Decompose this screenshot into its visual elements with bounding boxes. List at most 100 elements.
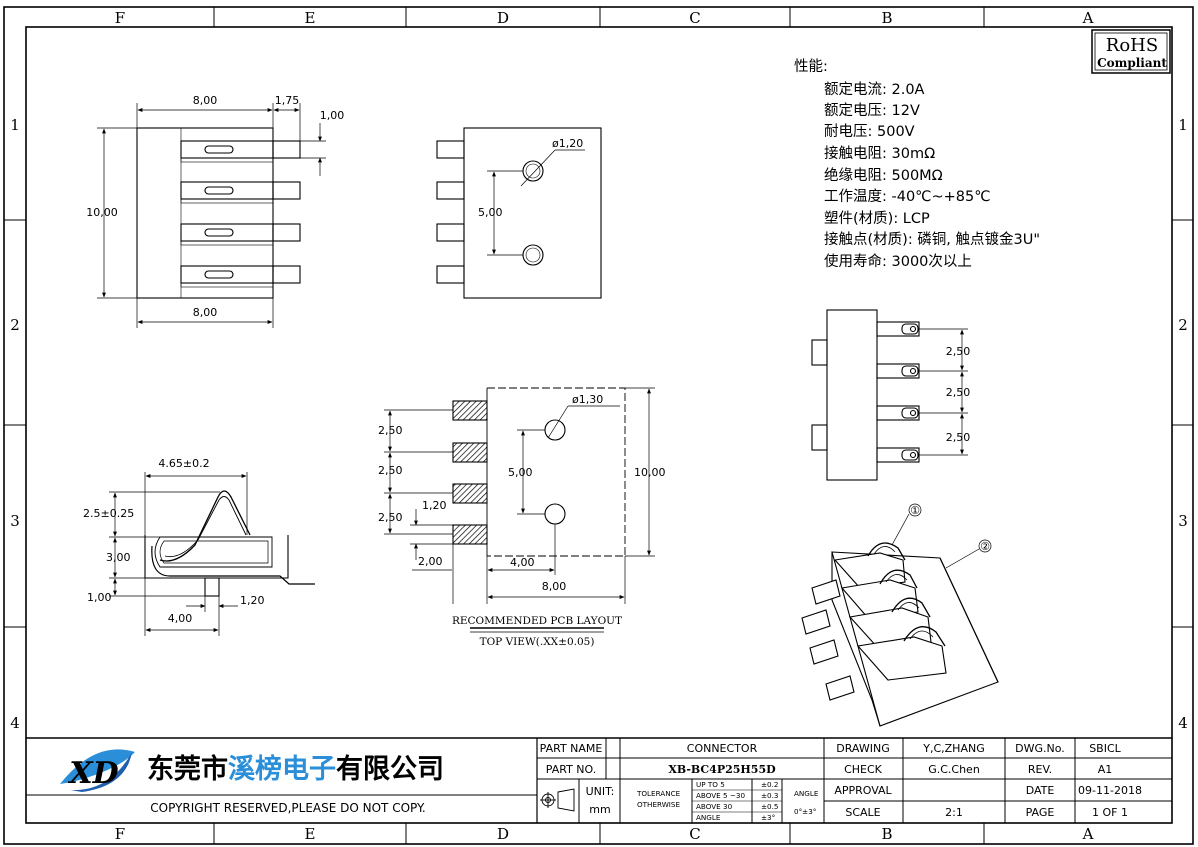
zone-row-4-right: 4 bbox=[1178, 714, 1188, 732]
spec-housing-material: 塑件(材质): LCP bbox=[824, 210, 930, 227]
spec-contact-material: 接触点(材质): 磷铜, 触点镀金3U" bbox=[824, 231, 1040, 248]
date-value: 09-11-2018 bbox=[1078, 784, 1142, 797]
side-view-dims bbox=[919, 328, 968, 456]
zone-col-d-top: D bbox=[497, 9, 509, 27]
zone-row-2-left: 2 bbox=[10, 316, 20, 334]
angle-value: 0°±3° bbox=[794, 807, 816, 816]
tolerance-label: TOLERANCE bbox=[636, 789, 681, 798]
front-view bbox=[136, 127, 301, 299]
part-name-value: CONNECTOR bbox=[687, 742, 758, 755]
dim-pcb-height: 10,00 bbox=[634, 466, 666, 479]
dim-pcb-hole-dia: ø1,30 bbox=[572, 393, 603, 406]
dim-spring-foot: 1,00 bbox=[87, 591, 112, 604]
spec-rated-current: 额定电流: 2.0A bbox=[824, 81, 925, 98]
rohs-title: RoHS bbox=[1106, 35, 1158, 56]
pcb-layout-caption: RECOMMENDED PCB LAYOUT TOP VIEW(.XX±0.05… bbox=[452, 615, 622, 648]
page-label: PAGE bbox=[1026, 806, 1055, 819]
zone-row-3-left: 3 bbox=[10, 512, 20, 530]
dim-pcb-pad-length: 2,00 bbox=[418, 555, 443, 568]
approval-label: APPROVAL bbox=[834, 784, 892, 797]
dim-pcb-width: 8,00 bbox=[542, 580, 567, 593]
spec-lifetime: 使用寿命: 3000次以上 bbox=[824, 252, 972, 270]
title-block-grid bbox=[26, 737, 1172, 823]
tol-angle-row-value: ±3° bbox=[761, 813, 775, 822]
side-view bbox=[811, 309, 920, 481]
dim-pcb-pitch-2: 2,50 bbox=[378, 464, 403, 477]
drawing-label: DRAWING bbox=[836, 742, 889, 755]
zone-col-f-top: F bbox=[115, 9, 125, 27]
company-logo: XD bbox=[60, 749, 135, 792]
pcb-pad-2 bbox=[452, 442, 488, 463]
rev-value: A1 bbox=[1098, 763, 1113, 776]
check-label: CHECK bbox=[844, 763, 883, 776]
callout-1: ① bbox=[910, 504, 920, 517]
front-contact-2 bbox=[180, 181, 301, 204]
pcb-layout-view bbox=[452, 387, 626, 557]
zone-col-b-top: B bbox=[881, 9, 892, 27]
dwg-no-value: SBICL bbox=[1089, 742, 1121, 755]
dim-front-pin-length: 1,75 bbox=[275, 94, 300, 107]
rohs-compliant: Compliant bbox=[1097, 56, 1167, 70]
zone-row-1-right: 1 bbox=[1178, 116, 1188, 134]
angle-label: ANGLE bbox=[794, 789, 819, 798]
scale-label: SCALE bbox=[845, 806, 880, 819]
copyright-notice: COPYRIGHT RESERVED,PLEASE DO NOT COPY. bbox=[150, 801, 425, 815]
dim-back-hole-pitch: 5,00 bbox=[478, 206, 503, 219]
spring-contact-view bbox=[144, 490, 315, 597]
company-name-part-1: 东莞市 bbox=[147, 753, 228, 785]
dim-spring-height: 2.5±0.25 bbox=[83, 507, 134, 520]
tol-row-3-value: ±0.5 bbox=[761, 802, 778, 811]
front-view-dims bbox=[97, 103, 326, 328]
dwg-no-label: DWG.No. bbox=[1015, 742, 1065, 755]
tol-angle-row: ANGLE bbox=[696, 813, 721, 822]
dim-spring-tail: 1,20 bbox=[240, 594, 265, 607]
drawing-value: Y,C,ZHANG bbox=[922, 742, 984, 755]
projection-symbol-icon bbox=[540, 788, 575, 812]
pcb-hole-1 bbox=[544, 419, 566, 441]
part-name-label: PART NAME bbox=[540, 742, 603, 755]
dim-back-hole-dia: ø1,20 bbox=[552, 137, 583, 150]
dim-pcb-hole-pitch: 5,00 bbox=[508, 466, 533, 479]
dim-front-height: 10,00 bbox=[86, 206, 118, 219]
front-contact-4 bbox=[180, 265, 301, 288]
pcb-layout-title: RECOMMENDED PCB LAYOUT bbox=[452, 615, 622, 627]
iso-contact-1 bbox=[811, 542, 906, 605]
side-contact-1 bbox=[876, 321, 920, 337]
pcb-layout-dims bbox=[384, 387, 655, 604]
front-contact-1 bbox=[180, 140, 301, 163]
side-contact-3 bbox=[876, 405, 920, 421]
part-no-value: XB-BC4P25H55D bbox=[668, 763, 776, 776]
zone-col-d-bottom: D bbox=[497, 825, 509, 843]
company-name-part-2: 溪榜电子 bbox=[228, 753, 336, 785]
svg-text:东莞市溪榜电子有限公司: 东莞市溪榜电子有限公司 bbox=[147, 753, 444, 785]
page-value: 1 OF 1 bbox=[1092, 806, 1128, 819]
iso-contact-4 bbox=[825, 626, 947, 701]
unit-label: UNIT: bbox=[586, 785, 615, 798]
back-view bbox=[436, 127, 602, 299]
spec-heading: 性能: bbox=[794, 58, 828, 75]
spec-list: 性能: 额定电流: 2.0A 额定电压: 12V 耐电压: 500V 接触电阻:… bbox=[794, 58, 1040, 270]
otherwise-label: OTHERWISE bbox=[637, 800, 680, 809]
tol-row-3: ABOVE 30 bbox=[696, 802, 733, 811]
scale-value: 2:1 bbox=[945, 806, 963, 819]
tol-row-1: UP TO 5 bbox=[696, 780, 725, 789]
back-view-dims bbox=[487, 149, 585, 256]
dim-side-pitch-2: 2,50 bbox=[946, 386, 971, 399]
check-value: G.C.Chen bbox=[928, 763, 980, 776]
dim-front-bottom-width: 8,00 bbox=[193, 306, 218, 319]
dim-pcb-offset: 4,00 bbox=[510, 556, 535, 569]
company-name: 东莞市溪榜电子有限公司 bbox=[147, 753, 444, 785]
pcb-pad-4 bbox=[452, 524, 488, 545]
spring-dims bbox=[109, 472, 248, 636]
dim-side-pitch-1: 2,50 bbox=[946, 345, 971, 358]
tol-row-2-value: ±0.3 bbox=[761, 791, 778, 800]
unit-value: mm bbox=[589, 803, 610, 816]
dim-front-pin-width: 1,00 bbox=[320, 109, 345, 122]
zone-col-c-bottom: C bbox=[689, 825, 700, 843]
spec-rated-voltage: 额定电压: 12V bbox=[824, 102, 920, 119]
dim-spring-length: 4,00 bbox=[168, 612, 193, 625]
isometric-view bbox=[801, 542, 999, 727]
zone-labels: F E D C B A F E D C B A 1 2 3 4 1 2 3 4 bbox=[10, 9, 1188, 843]
dim-spring-body: 3,00 bbox=[106, 551, 131, 564]
